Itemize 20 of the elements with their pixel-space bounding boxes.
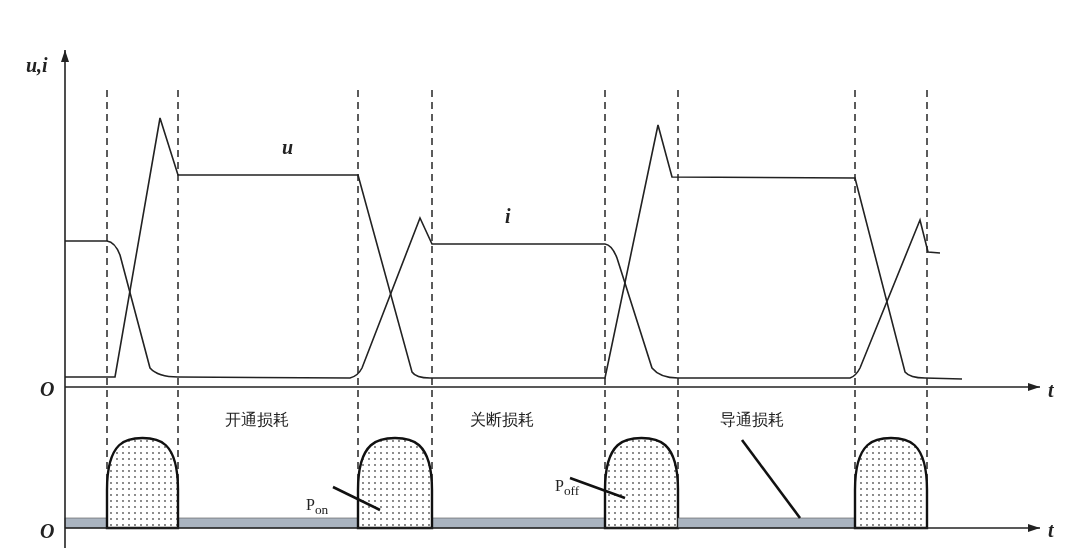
curve-label: i <box>505 206 511 226</box>
power-label: P$_{on}$ <box>306 497 329 517</box>
axis-label: t <box>1048 520 1054 540</box>
region-label: 开通损耗 <box>225 412 289 428</box>
origin-label: O <box>40 379 55 399</box>
power-label: P$_{off}$ <box>555 478 580 498</box>
leader-line <box>569 476 626 500</box>
curve-label: u <box>282 137 294 157</box>
origin-label: O <box>40 521 55 541</box>
switching-loss-hump <box>356 436 434 530</box>
region-label: 关断损耗 <box>470 412 534 428</box>
switching-loss-hump <box>853 436 929 530</box>
leader-line <box>332 485 381 512</box>
loss-label: 导通损耗 <box>720 412 784 428</box>
switching-loss-hump <box>603 436 680 530</box>
leader-line <box>740 439 802 519</box>
switching-loss-hump <box>105 436 180 530</box>
conduction-loss-strip <box>677 517 856 529</box>
axis-label: u,i <box>26 55 48 75</box>
axis-label: t <box>1048 380 1054 400</box>
